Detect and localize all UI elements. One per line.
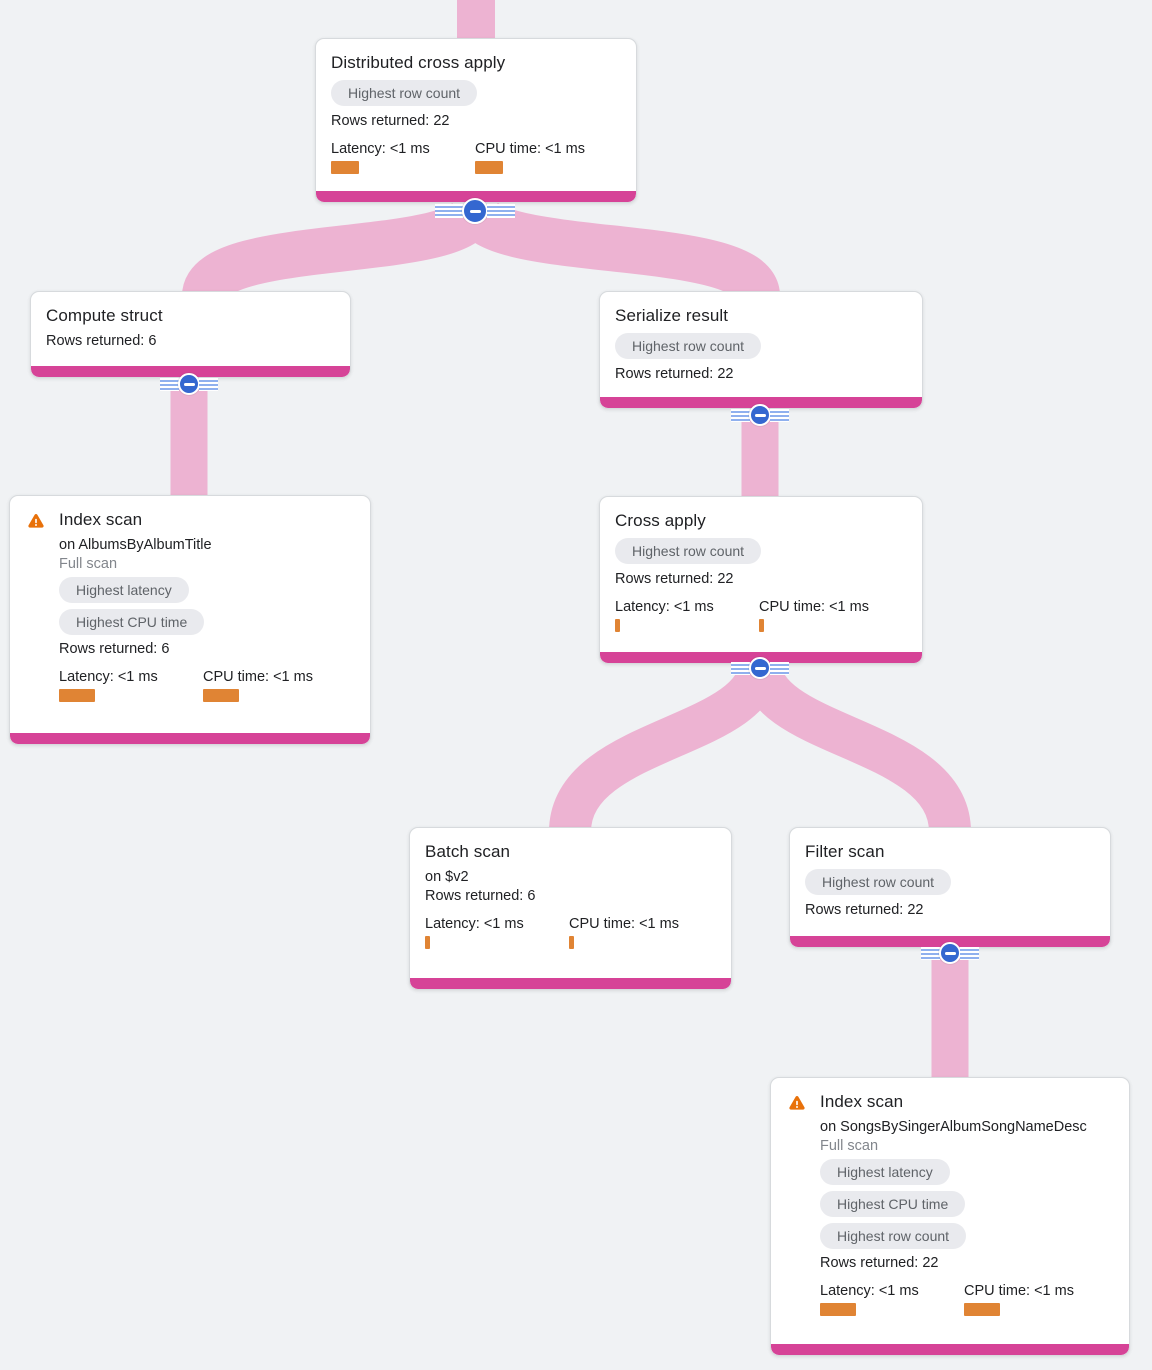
minus-glyph	[469, 209, 481, 213]
minus-icon[interactable]	[749, 404, 771, 426]
minus-glyph	[754, 413, 766, 417]
plan-node-index-scan-albums[interactable]: Index scan on AlbumsByAlbumTitle Full sc…	[9, 495, 371, 745]
badge-highest-latency: Highest latency	[820, 1159, 950, 1185]
latency-label: Latency: <1 ms	[59, 669, 158, 685]
badge-highest-row-count: Highest row count	[820, 1223, 967, 1249]
node-title: Cross apply	[615, 511, 706, 530]
rows-returned: Rows returned: 22	[615, 366, 734, 382]
node-accent-bar	[790, 936, 1110, 947]
rows-returned: Rows returned: 6	[59, 641, 170, 657]
warning-icon	[788, 1094, 806, 1112]
rows-returned: Rows returned: 22	[331, 113, 450, 129]
cpu-time-bar	[475, 161, 503, 174]
edge-distributed-cross-apply-to-serialize-result	[452, 198, 780, 302]
minus-glyph	[183, 382, 195, 386]
plan-node-cross-apply[interactable]: Cross apply Highest row count Rows retur…	[599, 496, 923, 664]
expander-stripes-left	[731, 408, 750, 422]
plan-node-distributed-cross-apply[interactable]: Distributed cross apply Highest row coun…	[315, 38, 637, 203]
edge-cross-apply-to-batch-scan	[549, 659, 781, 834]
plan-node-index-scan-songs[interactable]: Index scan on SongsBySingerAlbumSongName…	[770, 1077, 1130, 1356]
node-target: on AlbumsByAlbumTitle	[59, 537, 212, 553]
expander-stripes-right	[199, 377, 218, 391]
rows-returned: Rows returned: 22	[615, 571, 734, 587]
node-accent-bar	[31, 366, 350, 377]
collapse-button-cross-apply[interactable]	[731, 657, 789, 679]
cpu-time-bar	[569, 936, 574, 949]
latency-bar	[59, 689, 95, 702]
badge-highest-row-count: Highest row count	[615, 538, 762, 564]
collapse-button-filter-scan[interactable]	[921, 942, 979, 964]
edge-cross-apply-to-filter-scan	[739, 659, 971, 834]
badge-highest-cpu-time: Highest CPU time	[820, 1191, 966, 1217]
cpu-time-bar	[759, 619, 764, 632]
expander-stripes-right	[960, 946, 979, 960]
minus-glyph	[754, 666, 766, 670]
cpu-time-label: CPU time: <1 ms	[569, 916, 679, 932]
latency-label: Latency: <1 ms	[425, 916, 524, 932]
badge-highest-cpu-time: Highest CPU time	[59, 609, 205, 635]
node-title: Filter scan	[805, 842, 885, 861]
cpu-time-label: CPU time: <1 ms	[203, 669, 313, 685]
badge-highest-row-count: Highest row count	[805, 869, 952, 895]
node-accent-bar	[316, 191, 636, 202]
expander-stripes-right	[487, 204, 515, 218]
expander-stripes-left	[921, 946, 940, 960]
latency-bar	[331, 161, 359, 174]
plan-node-filter-scan[interactable]: Filter scan Highest row count Rows retur…	[789, 827, 1111, 948]
plan-node-compute-struct[interactable]: Compute struct Rows returned: 6	[30, 291, 351, 378]
latency-bar	[615, 619, 620, 632]
node-target: on SongsBySingerAlbumSongNameDesc	[820, 1119, 1087, 1135]
collapse-button-compute-struct[interactable]	[160, 373, 218, 395]
node-target: on $v2	[425, 869, 469, 885]
expander-stripes-left	[731, 661, 750, 675]
cpu-time-label: CPU time: <1 ms	[759, 599, 869, 615]
node-title: Compute struct	[46, 306, 163, 325]
expander-stripes-right	[770, 661, 789, 675]
latency-bar	[425, 936, 430, 949]
expander-stripes-left	[435, 204, 463, 218]
minus-icon[interactable]	[178, 373, 200, 395]
node-title: Distributed cross apply	[331, 53, 506, 72]
minus-icon[interactable]	[462, 198, 488, 224]
node-accent-bar	[10, 733, 370, 744]
latency-label: Latency: <1 ms	[820, 1283, 919, 1299]
plan-node-batch-scan[interactable]: Batch scan on $v2 Rows returned: 6 Laten…	[409, 827, 732, 990]
collapse-button-distributed-cross-apply[interactable]	[435, 198, 515, 224]
node-title: Index scan	[59, 510, 143, 529]
rows-returned: Rows returned: 6	[425, 888, 536, 904]
cpu-time-bar	[964, 1303, 1000, 1316]
cpu-time-bar	[203, 689, 239, 702]
latency-label: Latency: <1 ms	[331, 141, 430, 157]
badge-highest-row-count: Highest row count	[331, 80, 478, 106]
badge-highest-row-count: Highest row count	[615, 333, 762, 359]
scan-type: Full scan	[820, 1138, 879, 1154]
node-title: Index scan	[820, 1092, 904, 1111]
expander-stripes-left	[160, 377, 179, 391]
node-accent-bar	[410, 978, 731, 989]
node-title: Serialize result	[615, 306, 729, 325]
rows-returned: Rows returned: 22	[820, 1255, 939, 1271]
cpu-time-label: CPU time: <1 ms	[964, 1283, 1074, 1299]
minus-glyph	[944, 951, 956, 955]
cpu-time-label: CPU time: <1 ms	[475, 141, 585, 157]
expander-stripes-right	[770, 408, 789, 422]
node-title: Batch scan	[425, 842, 511, 861]
warning-icon	[27, 512, 45, 530]
node-accent-bar	[600, 397, 922, 408]
node-accent-bar	[771, 1344, 1129, 1355]
minus-icon[interactable]	[749, 657, 771, 679]
latency-bar	[820, 1303, 856, 1316]
plan-node-serialize-result[interactable]: Serialize result Highest row count Rows …	[599, 291, 923, 409]
minus-icon[interactable]	[939, 942, 961, 964]
collapse-button-serialize-result[interactable]	[731, 404, 789, 426]
scan-type: Full scan	[59, 556, 118, 572]
latency-label: Latency: <1 ms	[615, 599, 714, 615]
rows-returned: Rows returned: 22	[805, 902, 924, 918]
rows-returned: Rows returned: 6	[46, 333, 157, 349]
badge-highest-latency: Highest latency	[59, 577, 189, 603]
